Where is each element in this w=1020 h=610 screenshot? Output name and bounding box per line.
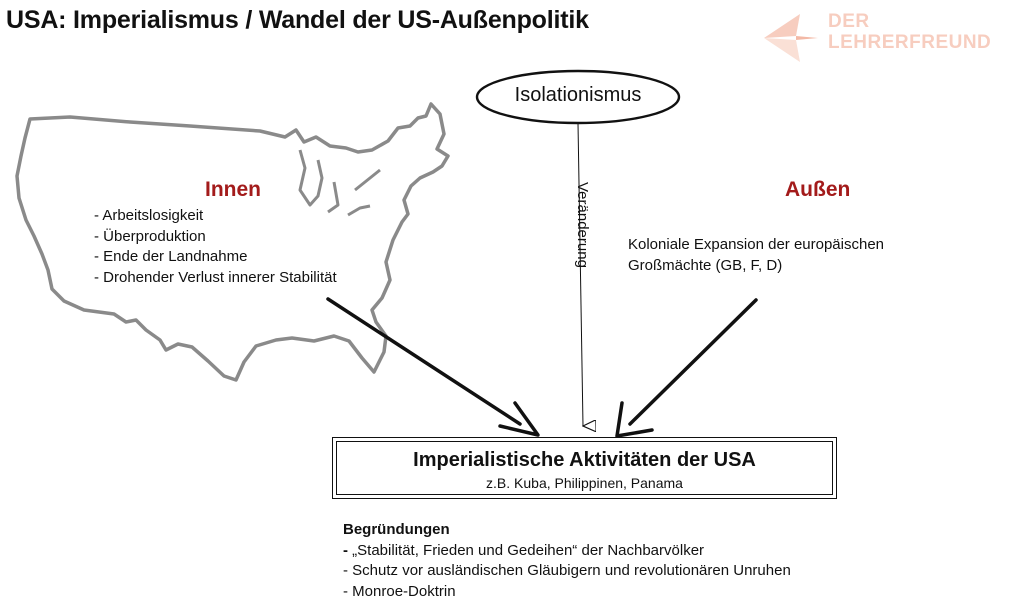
reason-item: - Monroe-Doktrin: [343, 582, 456, 600]
reason-item-text: „Stabilität, Frieden und Gedeihen“ der N…: [352, 541, 705, 559]
reason-item: - „Stabilität, Frieden und Gedeihen“ der…: [343, 541, 705, 559]
logo-text-der: DER: [828, 11, 870, 32]
imperialist-activities-inner-frame: Imperialistische Aktivitäten der USA z.B…: [336, 441, 833, 495]
reasons-heading: Begründungen: [343, 521, 450, 538]
inner-factor-item: - Überproduktion: [94, 227, 206, 245]
great-lakes-outline: [298, 149, 381, 217]
imperialist-activities-examples: z.B. Kuba, Philippinen, Panama: [486, 475, 683, 491]
reason-item-text: Schutz vor ausländischen Gläubigern und …: [352, 562, 791, 579]
usa-map-outline: [15, 102, 450, 382]
inner-factor-item: - Arbeitslosigkeit: [94, 207, 204, 224]
imperialist-activities-box: Imperialistische Aktivitäten der USA z.B…: [332, 437, 837, 499]
inner-factor-item: - Drohender Verlust innerer Stabilität: [94, 268, 337, 286]
lehrerfreund-logo: [764, 14, 818, 62]
reason-item: - Schutz vor ausländischen Gläubigern un…: [343, 562, 791, 579]
isolationism-label: Isolationismus: [514, 84, 642, 106]
outer-arrow-head: [615, 401, 654, 438]
reasons-section: Begründungen - „Stabilität, Frieden und …: [343, 520, 791, 602]
inner-factor-item: - Ende der Landnahme: [94, 248, 248, 265]
inner-arrow-shaft: [326, 297, 522, 426]
imperialist-activities-title: Imperialistische Aktivitäten der USA: [413, 449, 756, 471]
page-title: USA: Imperialismus / Wandel der US-Außen…: [6, 6, 589, 34]
inner-arrow-head: [498, 401, 540, 437]
outer-factor-text: Koloniale Expansion der europäischen Gro…: [628, 236, 885, 274]
inner-factor-list: - Arbeitslosigkeit - Überproduktion - En…: [94, 206, 337, 288]
outer-heading: Außen: [785, 178, 851, 201]
reason-item-text: Monroe-Doktrin: [352, 582, 456, 600]
logo-text-lehrerfreund: LEHRERFREUND: [828, 32, 992, 53]
change-arrow: [577, 122, 583, 426]
inner-heading: Innen: [205, 178, 261, 201]
change-label: Veränderung: [574, 182, 591, 268]
outer-arrow-shaft: [628, 298, 758, 426]
